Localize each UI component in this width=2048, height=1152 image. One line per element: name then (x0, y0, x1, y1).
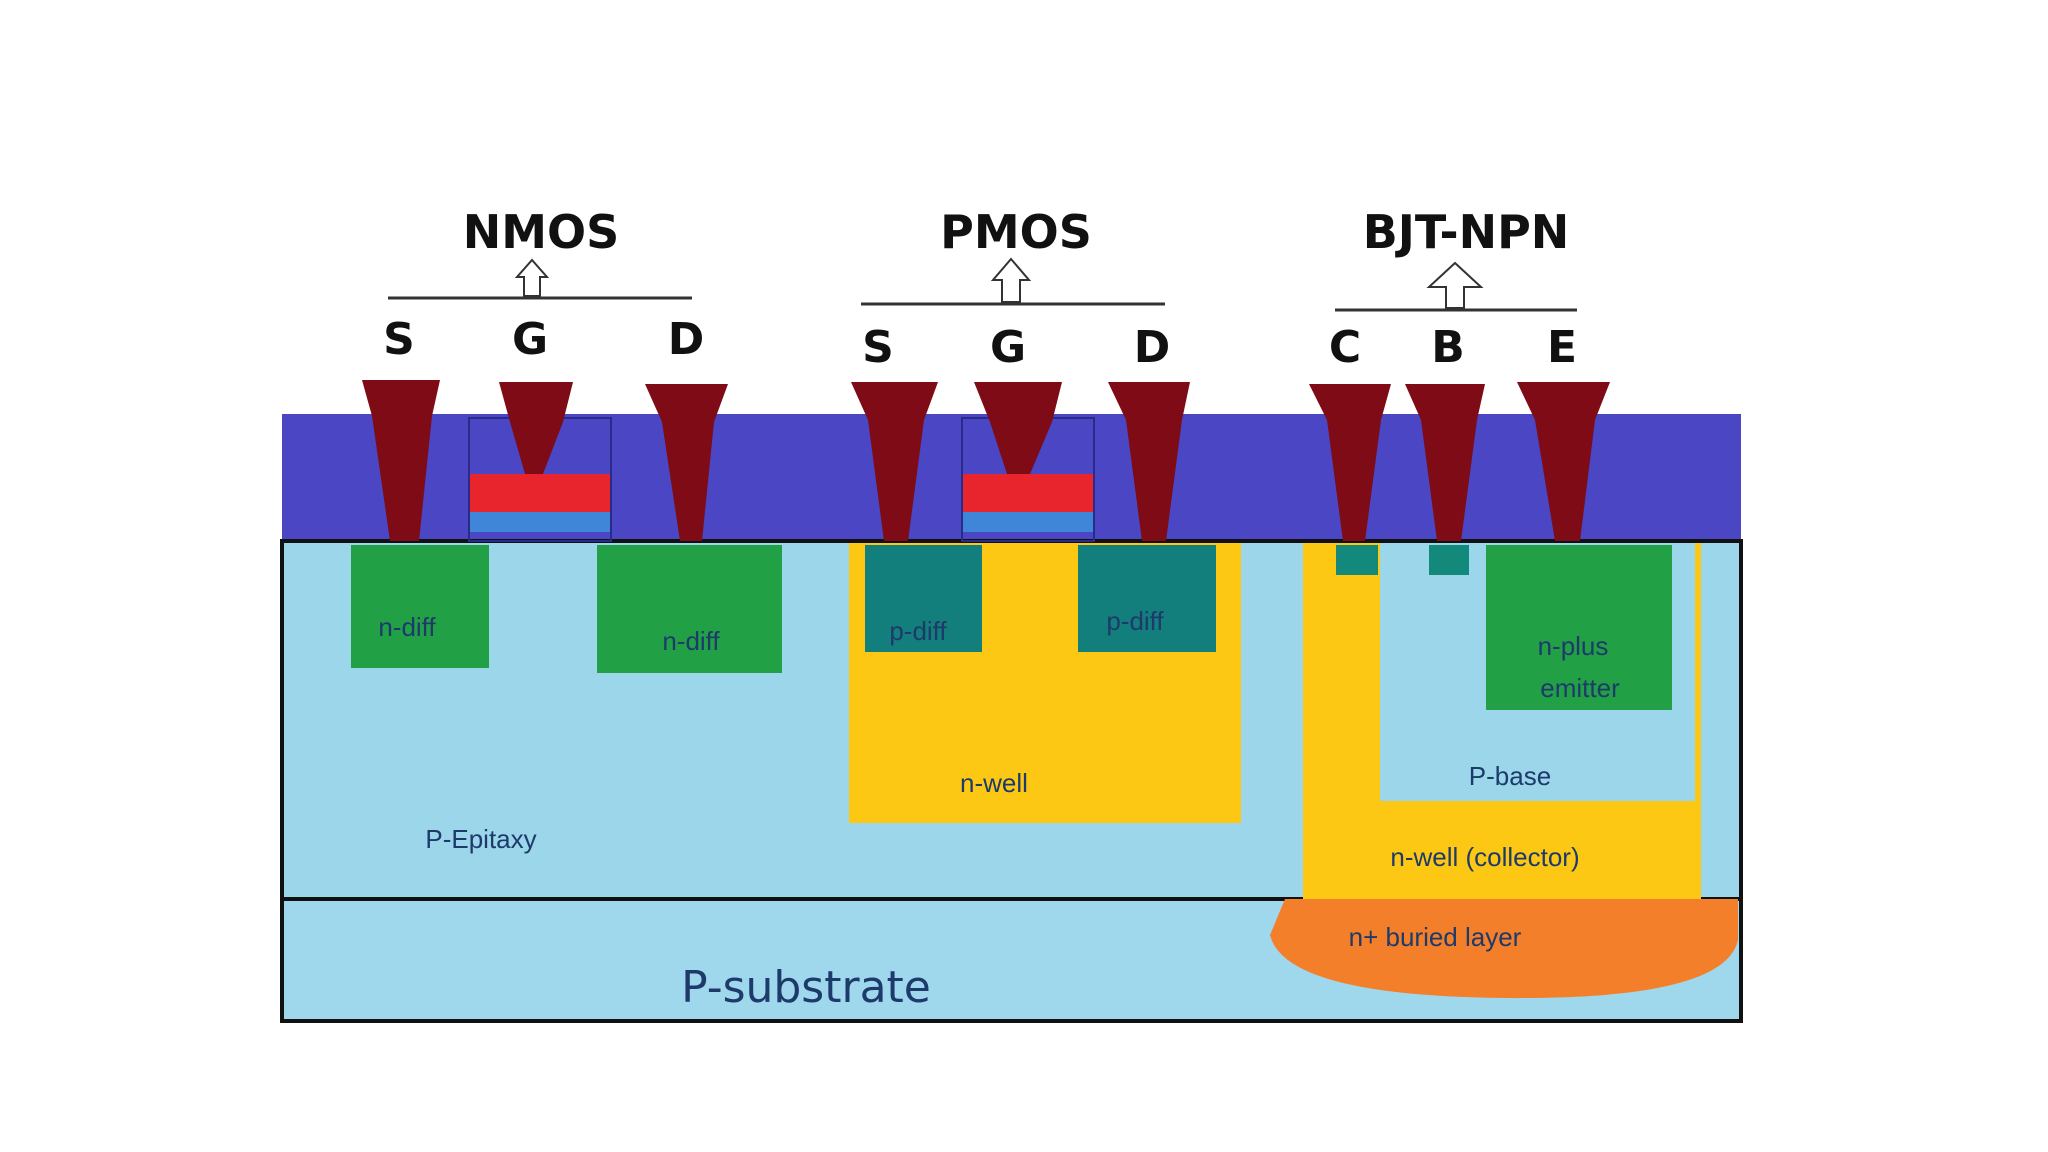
bjt-collector-diff (1336, 545, 1378, 575)
nmos-source-n-diff (351, 545, 489, 668)
nmos-terminal-s: S (383, 314, 415, 365)
bjt-bracket (1335, 261, 1577, 312)
nmos-gate-contact (499, 382, 573, 474)
pmos-drain-p-diff (1078, 545, 1216, 652)
nmos-drain-contact (645, 384, 728, 541)
nmos-source-contact (362, 380, 440, 541)
pmos-n-well-label: n-well (960, 768, 1028, 798)
bjt-terminal-c: C (1329, 322, 1361, 373)
bjt-emitter-n-plus (1486, 545, 1672, 710)
pmos-arrow-icon (990, 257, 1032, 303)
pmos-source-p-diff (865, 545, 982, 652)
pmos-terminal-g: G (990, 322, 1026, 373)
p-substrate-label: P-substrate (681, 962, 931, 1013)
nmos-terminal-g: G (512, 314, 548, 365)
bjt-terminal-e: E (1547, 322, 1577, 373)
bjt-collector-contact (1309, 384, 1391, 541)
pmos-source-contact (851, 382, 938, 541)
pmos-source-p-diff-label: p-diff (889, 616, 947, 646)
pmos-drain-contact (1108, 382, 1190, 541)
pmos-terminal-s: S (862, 322, 894, 373)
pmos-drain-p-diff-label: p-diff (1106, 606, 1164, 636)
bjt-buried-layer-label: n+ buried layer (1349, 922, 1522, 952)
bjt-title: BJT-NPN (1363, 205, 1570, 259)
bjt-arrow-icon (1426, 261, 1484, 309)
nmos-source-n-diff-label: n-diff (378, 612, 436, 642)
nmos-title: NMOS (463, 205, 620, 259)
pmos-terminal-d: D (1134, 322, 1171, 373)
bjt-base-diff (1429, 545, 1469, 575)
bjt-n-plus-buried-layer (1270, 899, 1738, 999)
bjt-terminal-b: B (1431, 322, 1465, 373)
bjt-n-well-collector-label: n-well (collector) (1390, 842, 1579, 872)
nmos-drain-n-diff-label: n-diff (662, 626, 720, 656)
nmos-terminal-d: D (668, 314, 705, 365)
bjt-emitter-contact (1517, 382, 1610, 541)
pmos-title: PMOS (940, 205, 1092, 259)
nmos-gate-stack (468, 417, 612, 542)
p-epitaxy-label: P-Epitaxy (425, 824, 536, 854)
pmos-bracket (861, 257, 1165, 306)
nmos-arrow-icon (514, 258, 550, 297)
nmos-drain-n-diff (597, 545, 782, 673)
bjt-emitter-label: emitter (1540, 673, 1620, 703)
bjt-n-plus-label: n-plus (1538, 631, 1609, 661)
bjt-p-base-label: P-base (1469, 761, 1551, 791)
bjt-base-contact (1405, 384, 1485, 541)
pmos-gate-contact (974, 382, 1062, 474)
nmos-bracket (388, 258, 692, 300)
